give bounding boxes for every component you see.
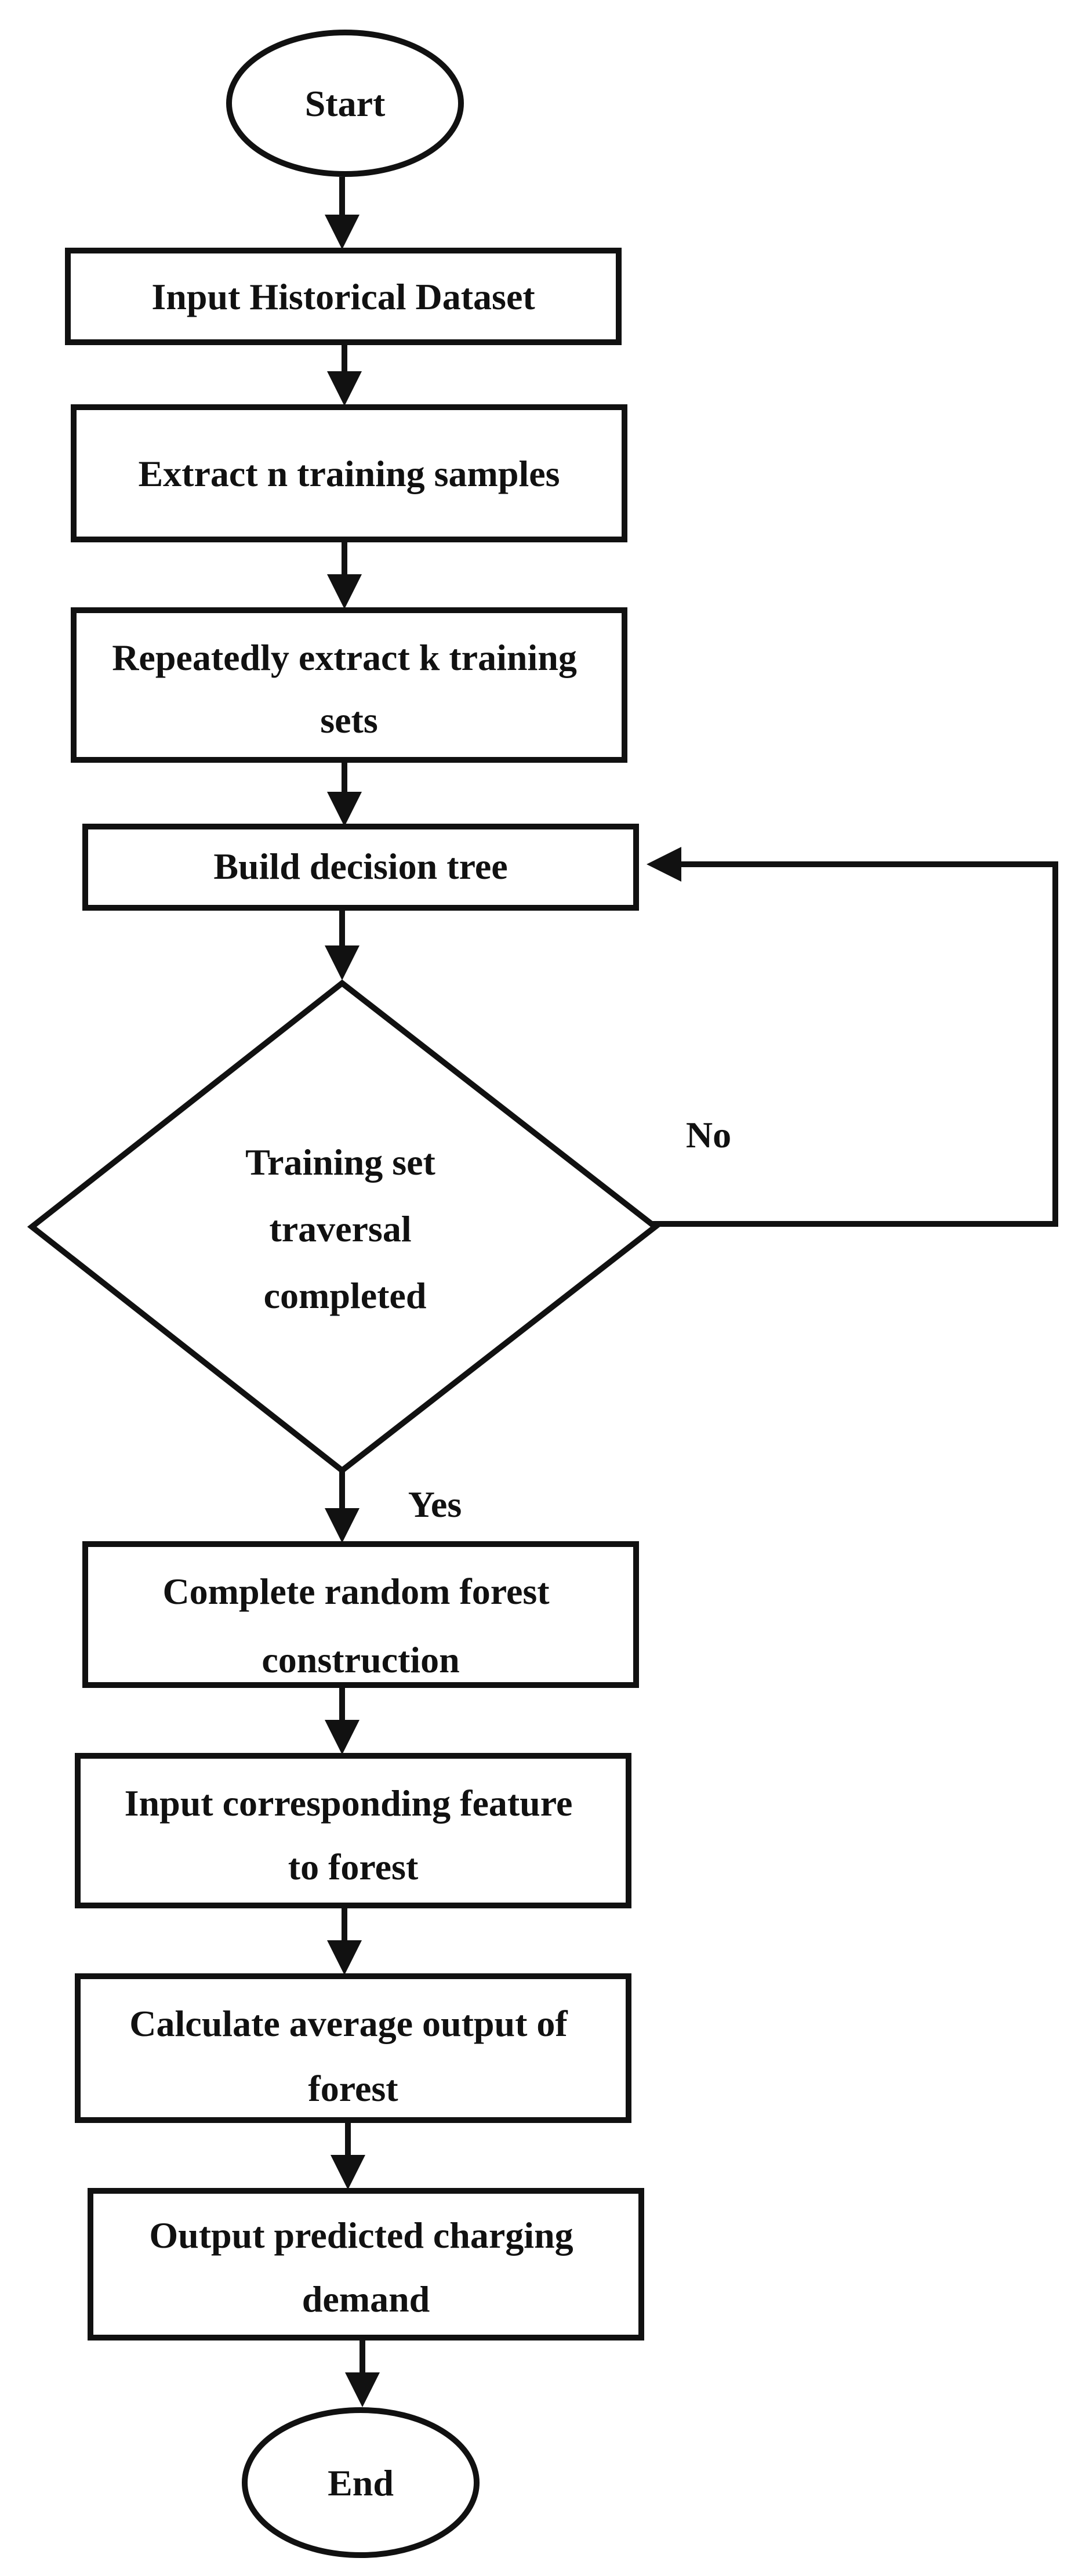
no-edge-label: No: [686, 1114, 731, 1155]
extract-sets-label-line-2: sets: [320, 700, 378, 741]
input-dataset-box: [65, 248, 622, 345]
input-features-box: [75, 1753, 631, 1908]
traversal-label-line-1: Training set: [245, 1142, 435, 1183]
output-demand-label: Output predicted charging demand: [149, 2215, 582, 2320]
complete-forest-label-line-1: Complete random forest: [162, 1571, 550, 1612]
output-demand-label-line-2: demand: [302, 2278, 430, 2320]
output-demand-label-line-1: Output predicted charging: [149, 2215, 573, 2256]
input-dataset-label: Input Historical Dataset: [151, 276, 535, 317]
input-features-label-line-1: Input corresponding feature: [125, 1782, 573, 1824]
input-features-label: Input corresponding feature to forest: [125, 1782, 582, 1887]
traversal-label-line-3: completed: [264, 1275, 427, 1316]
complete-forest-box: [82, 1541, 639, 1688]
traversal-decision-diamond: [27, 979, 660, 1474]
complete-forest-label: Complete random forest construction: [162, 1571, 558, 1680]
extract-sets-box: [71, 607, 627, 763]
output-demand-box: [88, 2188, 644, 2340]
extract-sets-label-line-1: Repeatedly extract k training: [112, 637, 577, 678]
input-dataset-label-line: Input Historical Dataset: [151, 276, 535, 317]
start-terminal: [226, 30, 464, 177]
shapes: [27, 30, 660, 2558]
extract-sets-label: Repeatedly extract k training sets: [112, 637, 586, 741]
extract-samples-box: [71, 404, 627, 542]
input-features-label-line-2: to forest: [288, 1846, 419, 1887]
calc-average-label-line-1: Calculate average output of: [129, 2003, 568, 2044]
build-tree-label-line: Build decision tree: [213, 846, 507, 887]
end-label-line: End: [328, 2462, 394, 2503]
connectors: [325, 177, 1058, 2407]
calc-average-box: [75, 1973, 631, 2123]
calc-average-label-line-2: forest: [308, 2068, 398, 2109]
calc-average-label: Calculate average output of forest: [129, 2003, 576, 2109]
start-label: Start: [305, 83, 386, 124]
end-terminal: [242, 2407, 480, 2558]
yes-edge-label: Yes: [408, 1484, 462, 1525]
arrow-no-loop-back: [647, 847, 1058, 1227]
build-tree-box: [82, 824, 639, 911]
complete-forest-label-line-2: construction: [262, 1639, 459, 1680]
build-tree-label: Build decision tree: [213, 846, 507, 887]
start-label-line: Start: [305, 83, 386, 124]
traversal-decision-label: Training set traversal completed: [245, 1142, 445, 1316]
extract-samples-label: Extract n training samples: [138, 453, 560, 494]
end-label: End: [328, 2462, 394, 2503]
extract-samples-label-line: Extract n training samples: [138, 453, 560, 494]
traversal-label-line-2: traversal: [269, 1208, 411, 1249]
labels: Start Input Historical Dataset Extract n…: [112, 83, 731, 2503]
